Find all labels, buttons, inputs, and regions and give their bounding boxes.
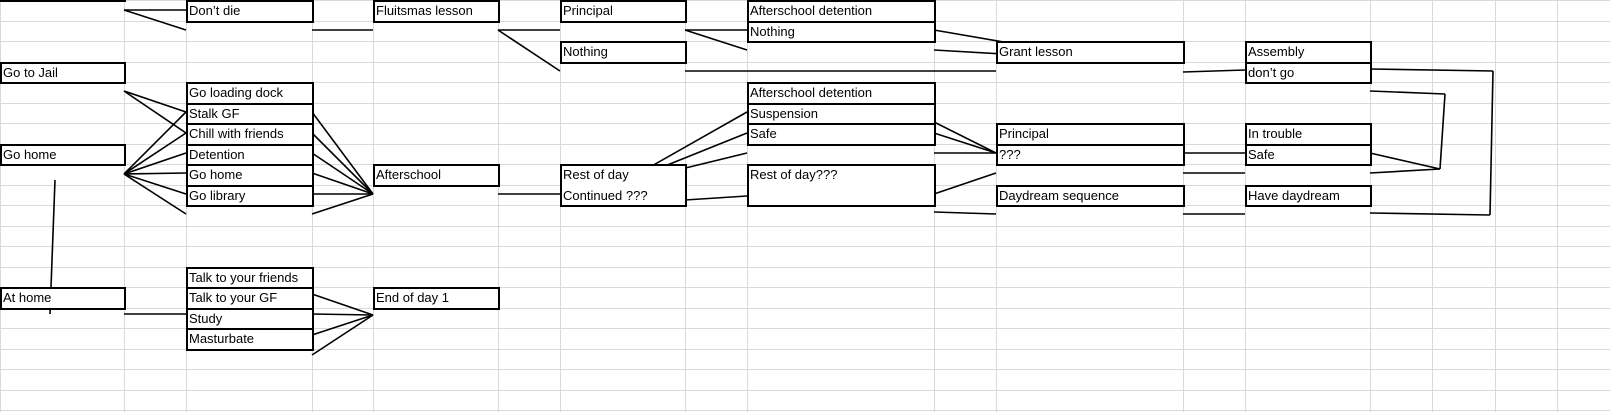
node-label: Study — [189, 311, 223, 326]
node-have-daydream — [1245, 185, 1372, 207]
node-qqq — [996, 144, 1185, 166]
node-principal-1 — [560, 0, 687, 23]
node-label: Grant lesson — [999, 44, 1073, 59]
node-safe-1 — [747, 123, 936, 146]
node-masturbate — [186, 328, 314, 351]
node-go-home-1 — [0, 144, 126, 166]
node-rest-of-day-qqq — [747, 164, 936, 207]
node-label: Have daydream — [1248, 188, 1340, 203]
node-label: Afterschool detention — [750, 3, 873, 18]
node-label: Go to Jail — [3, 65, 58, 80]
node-label: Afterschool — [376, 167, 442, 182]
node-label: Chill with friends — [189, 126, 284, 141]
node-nothing-1 — [560, 41, 687, 64]
node-label: Go home — [189, 167, 243, 182]
node-label: Go home — [3, 147, 57, 162]
node-label: Masturbate — [189, 331, 255, 346]
node-rest-of-day-continued — [560, 164, 687, 207]
node-label: Assembly — [1248, 44, 1305, 59]
node-label: Talk to your GF — [189, 290, 278, 305]
node-label: Rest of day??? — [750, 167, 838, 182]
node-afterschool — [373, 164, 500, 187]
node-label: At home — [3, 290, 52, 305]
node-label: Nothing — [563, 44, 608, 59]
node-label: Afterschool detention — [750, 85, 873, 100]
node-label: Daydream sequence — [999, 188, 1119, 203]
node-dont-die — [186, 0, 314, 23]
node-go-library — [186, 185, 314, 207]
node-label: Principal — [563, 3, 613, 18]
node-end-of-day-1 — [373, 287, 500, 310]
node-grant-lesson — [996, 41, 1185, 64]
node-label: don’t go — [1248, 65, 1295, 80]
node-label: Rest of day — [563, 167, 629, 182]
node-fluitsmas-lesson — [373, 0, 500, 23]
node-label: Nothing — [750, 24, 795, 39]
node-label: Principal — [999, 126, 1049, 141]
node-label: ??? — [999, 147, 1021, 162]
node-label: Go library — [189, 188, 246, 203]
node-label: Talk to your friends — [189, 270, 299, 285]
node-nothing-2 — [747, 21, 936, 43]
node-daydream-sequence — [996, 185, 1185, 207]
node-label: Detention — [189, 147, 245, 162]
node-label: Don’t die — [189, 3, 241, 18]
node-go-to-jail — [0, 62, 126, 84]
node-label: Fluitsmas lesson — [376, 3, 473, 18]
node-label: Safe — [1248, 147, 1275, 162]
node-safe-2 — [1245, 144, 1372, 166]
node-label: In trouble — [1248, 126, 1303, 141]
node-label: End of day 1 — [376, 290, 449, 305]
node-label: Continued ??? — [563, 188, 648, 203]
node-label: Safe — [750, 126, 777, 141]
node-label: Stalk GF — [189, 106, 240, 121]
node-dont-go — [1245, 62, 1372, 84]
node-label: Go loading dock — [189, 85, 283, 100]
node-at-home — [0, 287, 126, 310]
node-label: Suspension — [750, 106, 818, 121]
node-day-start — [0, 0, 126, 2]
